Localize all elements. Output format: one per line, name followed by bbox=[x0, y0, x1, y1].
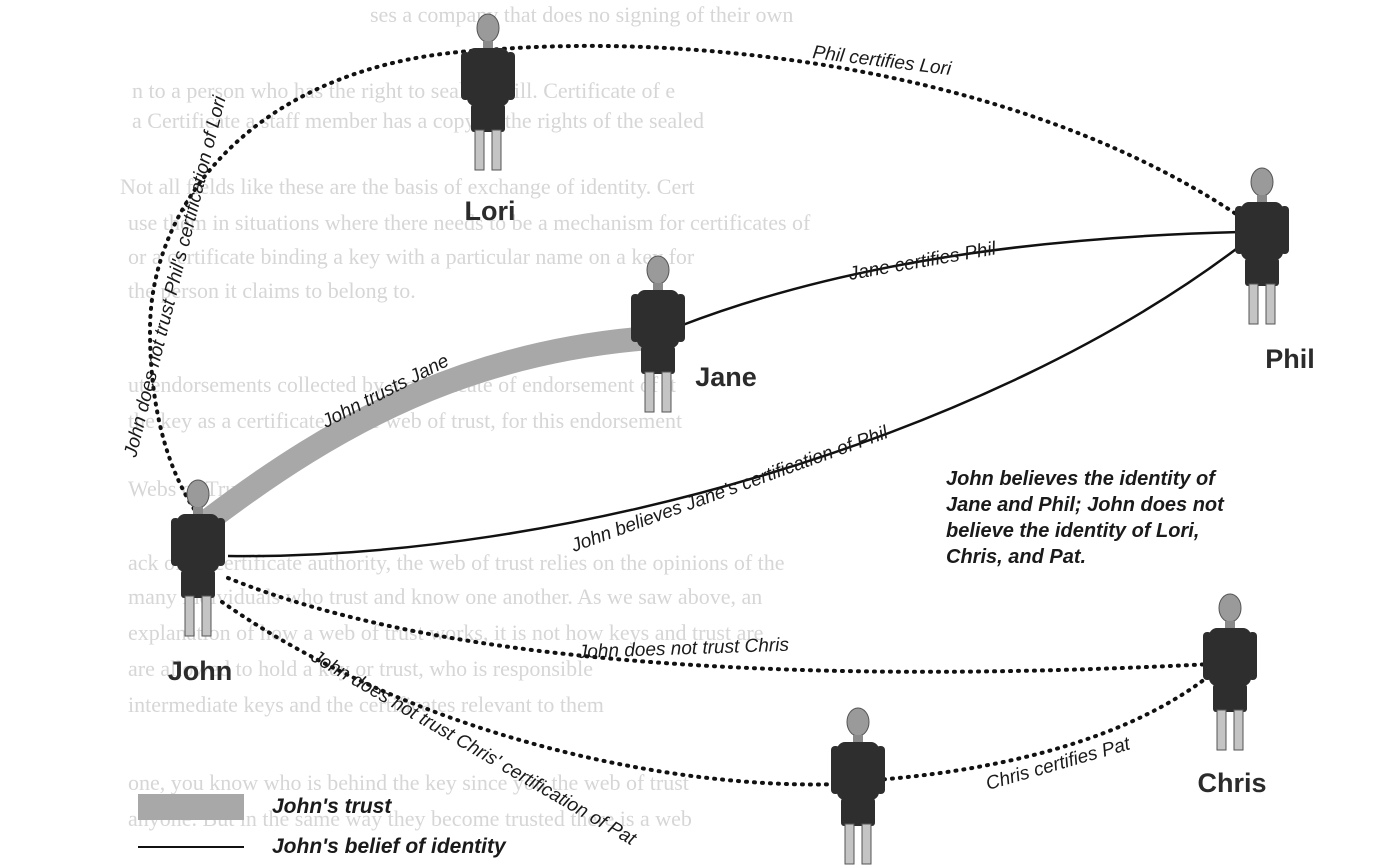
person-lori: Lori bbox=[460, 13, 516, 226]
label-phil-certifies-lori: Phil certifies Lori bbox=[811, 42, 953, 80]
edge-chris-certifies-pat bbox=[874, 670, 1216, 782]
person-icon bbox=[830, 707, 886, 865]
label-john-believes-jane-cert: John believes Jane's certification of Ph… bbox=[568, 422, 892, 557]
person-name-chris: Chris bbox=[1197, 768, 1266, 798]
person-icon bbox=[1234, 167, 1290, 325]
person-name-lori: Lori bbox=[465, 196, 516, 226]
legend-label-belief: John's belief of identity bbox=[272, 835, 506, 858]
edges bbox=[147, 43, 1264, 787]
legend-swatch-belief bbox=[138, 846, 244, 848]
person-phil: Phil bbox=[1234, 167, 1315, 374]
person-icon bbox=[1202, 593, 1258, 751]
bg-line: the person it claims to belong to. bbox=[128, 278, 416, 303]
identity-note: John believes the identity of Jane and P… bbox=[946, 468, 1224, 568]
person-name-jane: Jane bbox=[695, 362, 757, 392]
bg-line: explanation of how a web of trust works,… bbox=[128, 620, 763, 645]
person-name-john: John bbox=[168, 656, 233, 686]
bg-line: use them in situations where there needs… bbox=[128, 210, 811, 235]
bg-line: or a certificate binding a key with a pa… bbox=[128, 244, 695, 269]
bg-line: intermediate keys and the certificates r… bbox=[128, 692, 604, 717]
person-icon bbox=[460, 13, 516, 171]
bg-line: one, you know who is behind the key sinc… bbox=[128, 770, 689, 795]
label-john-not-trust-lori-cert: John does not trust Phil's certification… bbox=[120, 93, 231, 460]
person-jane: Jane bbox=[630, 255, 757, 413]
edge-labels: Phil certifies Lori John does not trust … bbox=[120, 42, 1133, 850]
bg-line: many individuals who trust and know one … bbox=[128, 584, 762, 609]
edge-phil-certifies-lori bbox=[486, 43, 1264, 234]
legend-trust: John's trust bbox=[138, 792, 391, 822]
edge-jane-certifies-phil bbox=[679, 230, 1241, 328]
label-chris-certifies-pat: Chris certifies Pat bbox=[984, 733, 1134, 794]
legend-swatch-trust bbox=[138, 794, 244, 820]
bg-line: a Certificate a staff member has a copy … bbox=[132, 108, 704, 133]
person-chris: Chris bbox=[1197, 593, 1267, 798]
legend-label-trust: John's trust bbox=[272, 795, 392, 818]
bg-line: n to a person who has the right to seal … bbox=[132, 78, 675, 103]
person-name-phil: Phil bbox=[1265, 344, 1315, 374]
edge-john-believes-phil bbox=[227, 239, 1249, 558]
edge-john-not-trust-pat-cert bbox=[220, 600, 842, 787]
legend-belief: John's belief of identity bbox=[138, 832, 506, 862]
bg-line: Not all fields like these are the basis … bbox=[120, 174, 695, 199]
edge-john-not-trust-lori-cert bbox=[147, 48, 490, 514]
edge-john-not-trust-chris bbox=[226, 576, 1214, 674]
bg-line: ses a company that does no signing of th… bbox=[370, 2, 793, 27]
person-pat bbox=[830, 707, 886, 865]
edge-john-trusts-jane bbox=[198, 326, 651, 532]
bg-line: are allowed to hold a key or trust, who … bbox=[128, 656, 593, 681]
person-john: John bbox=[168, 479, 233, 686]
label-jane-certifies-phil: Jane certifies Phil bbox=[846, 238, 998, 285]
bg-line: ack of its certificate authority, the we… bbox=[128, 550, 785, 575]
